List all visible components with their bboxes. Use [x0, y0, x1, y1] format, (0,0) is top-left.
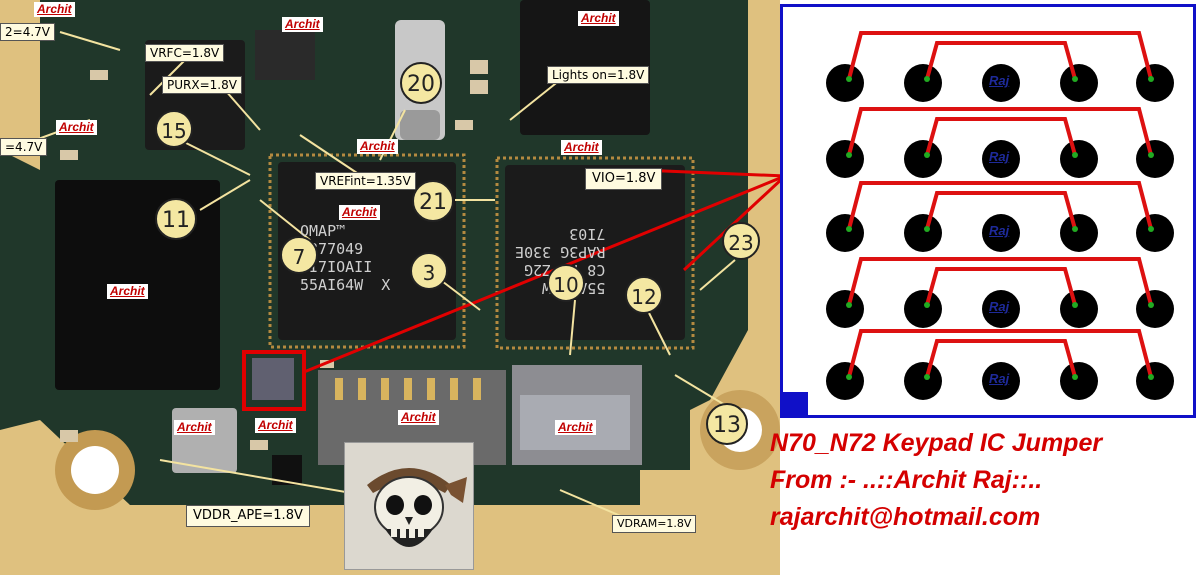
test-point-23: 23 [722, 222, 760, 260]
test-point-20: 20 [400, 62, 442, 104]
solder-dot [1148, 374, 1154, 380]
archit-watermark: Archit [578, 11, 619, 26]
diagram-corner-marker [780, 392, 808, 418]
keypad-pad [1136, 362, 1174, 400]
pad-label-raj: Raj [989, 371, 1010, 386]
voltage-label-purx: PURX=1.8V [162, 76, 242, 94]
keypad-pad [904, 64, 942, 102]
jumper-wire-outer [847, 257, 1153, 306]
jumper-wire-outer [847, 181, 1153, 230]
jumper-wire-outer [847, 107, 1153, 156]
keypad-pad [904, 140, 942, 178]
keypad-pad [1060, 290, 1098, 328]
title-line-1: N70_N72 Keypad IC Jumper [770, 429, 1103, 457]
keypad-pad [982, 362, 1020, 400]
archit-watermark: Archit [107, 284, 148, 299]
pad-label-raj: Raj [989, 73, 1010, 88]
jumper-wire-inner [925, 339, 1077, 378]
solder-dot [924, 374, 930, 380]
voltage-label-vdram: VDRAM=1.8V [612, 515, 697, 533]
voltage-label-vio: VIO=1.8V [585, 168, 663, 190]
solder-dot [1072, 374, 1078, 380]
keypad-pad [982, 64, 1020, 102]
archit-watermark: Archit [561, 140, 602, 155]
jumper-wire-inner [925, 117, 1077, 156]
solder-dot [924, 152, 930, 158]
keypad-pad [826, 290, 864, 328]
keypad-pad [1136, 64, 1174, 102]
pad-label-raj: Raj [989, 149, 1010, 164]
test-point-12: 12 [625, 276, 663, 314]
title-line-3-email: rajarchit@hotmail.com [770, 503, 1041, 531]
keypad-pad [1060, 362, 1098, 400]
keypad-pad [826, 140, 864, 178]
solder-dot [1148, 226, 1154, 232]
jumper-wire-inner [925, 41, 1077, 80]
pad-label-raj: Raj [989, 223, 1010, 238]
archit-watermark: Archit [34, 2, 75, 17]
jumper-wire-inner [925, 267, 1077, 306]
solder-dot [1148, 76, 1154, 82]
test-point-15: 15 [155, 110, 193, 148]
keypad-pad [1060, 64, 1098, 102]
keypad-pad [1136, 140, 1174, 178]
keypad-pad [982, 140, 1020, 178]
jumper-wire-outer [847, 329, 1153, 378]
voltage-label-vrfc: VRFC=1.8V [145, 44, 225, 62]
voltage-label-left-mid: =4.7V [0, 138, 48, 156]
test-point-13: 13 [706, 403, 748, 445]
keypad-pad [826, 362, 864, 400]
skull-avatar-image [344, 442, 474, 570]
solder-dot [1072, 302, 1078, 308]
solder-dot [1148, 302, 1154, 308]
pad-label-raj: Raj [989, 299, 1010, 314]
archit-watermark: Archit [357, 139, 398, 154]
archit-watermark: Archit [174, 420, 215, 435]
archit-watermark: Archit [56, 120, 97, 135]
solder-dot [846, 226, 852, 232]
archit-watermark: Archit [398, 410, 439, 425]
keypad-pad [826, 64, 864, 102]
test-point-11: 11 [155, 198, 197, 240]
pcb-board-photo: OMAP™ 4377049 PI7IOAII 55AI64W X 55ADR5W… [0, 0, 787, 575]
keypad-pad [826, 214, 864, 252]
jumper-wire-inner [925, 191, 1077, 230]
jumper-diagram-graphic [826, 31, 1174, 400]
solder-dot [924, 226, 930, 232]
keypad-pad [982, 290, 1020, 328]
voltage-label-left-top: 2=4.7V [0, 23, 55, 41]
keypad-pad [904, 214, 942, 252]
voltage-label-vddr-ape: VDDR_APE=1.8V [186, 505, 310, 527]
solder-dot [846, 374, 852, 380]
archit-watermark: Archit [555, 420, 596, 435]
solder-dot [1072, 152, 1078, 158]
keypad-pad [904, 290, 942, 328]
test-point-3: 3 [410, 252, 448, 290]
solder-dot [846, 152, 852, 158]
test-point-7: 7 [280, 236, 318, 274]
solder-dot [846, 76, 852, 82]
solder-dot [924, 76, 930, 82]
keypad-pad [1136, 290, 1174, 328]
archit-watermark: Archit [339, 205, 380, 220]
test-point-10: 10 [547, 264, 585, 302]
keypad-pad [1136, 214, 1174, 252]
solder-dot [1072, 76, 1078, 82]
keypad-pad [1060, 140, 1098, 178]
jumper-wire-outer [847, 31, 1153, 80]
solder-dot [846, 302, 852, 308]
solder-dot [1072, 226, 1078, 232]
solder-dot [924, 302, 930, 308]
archit-watermark: Archit [255, 418, 296, 433]
archit-watermark: Archit [282, 17, 323, 32]
keypad-pad [904, 362, 942, 400]
keypad-pad [982, 214, 1020, 252]
voltage-label-vrefint: VREFint=1.35V [315, 172, 416, 190]
keypad-pad [1060, 214, 1098, 252]
solder-dot [1148, 152, 1154, 158]
test-point-21: 21 [412, 180, 454, 222]
voltage-label-lights: Lights on=1.8V [547, 66, 650, 84]
title-line-2: From :- ..::Archit Raj::.. [770, 466, 1043, 494]
